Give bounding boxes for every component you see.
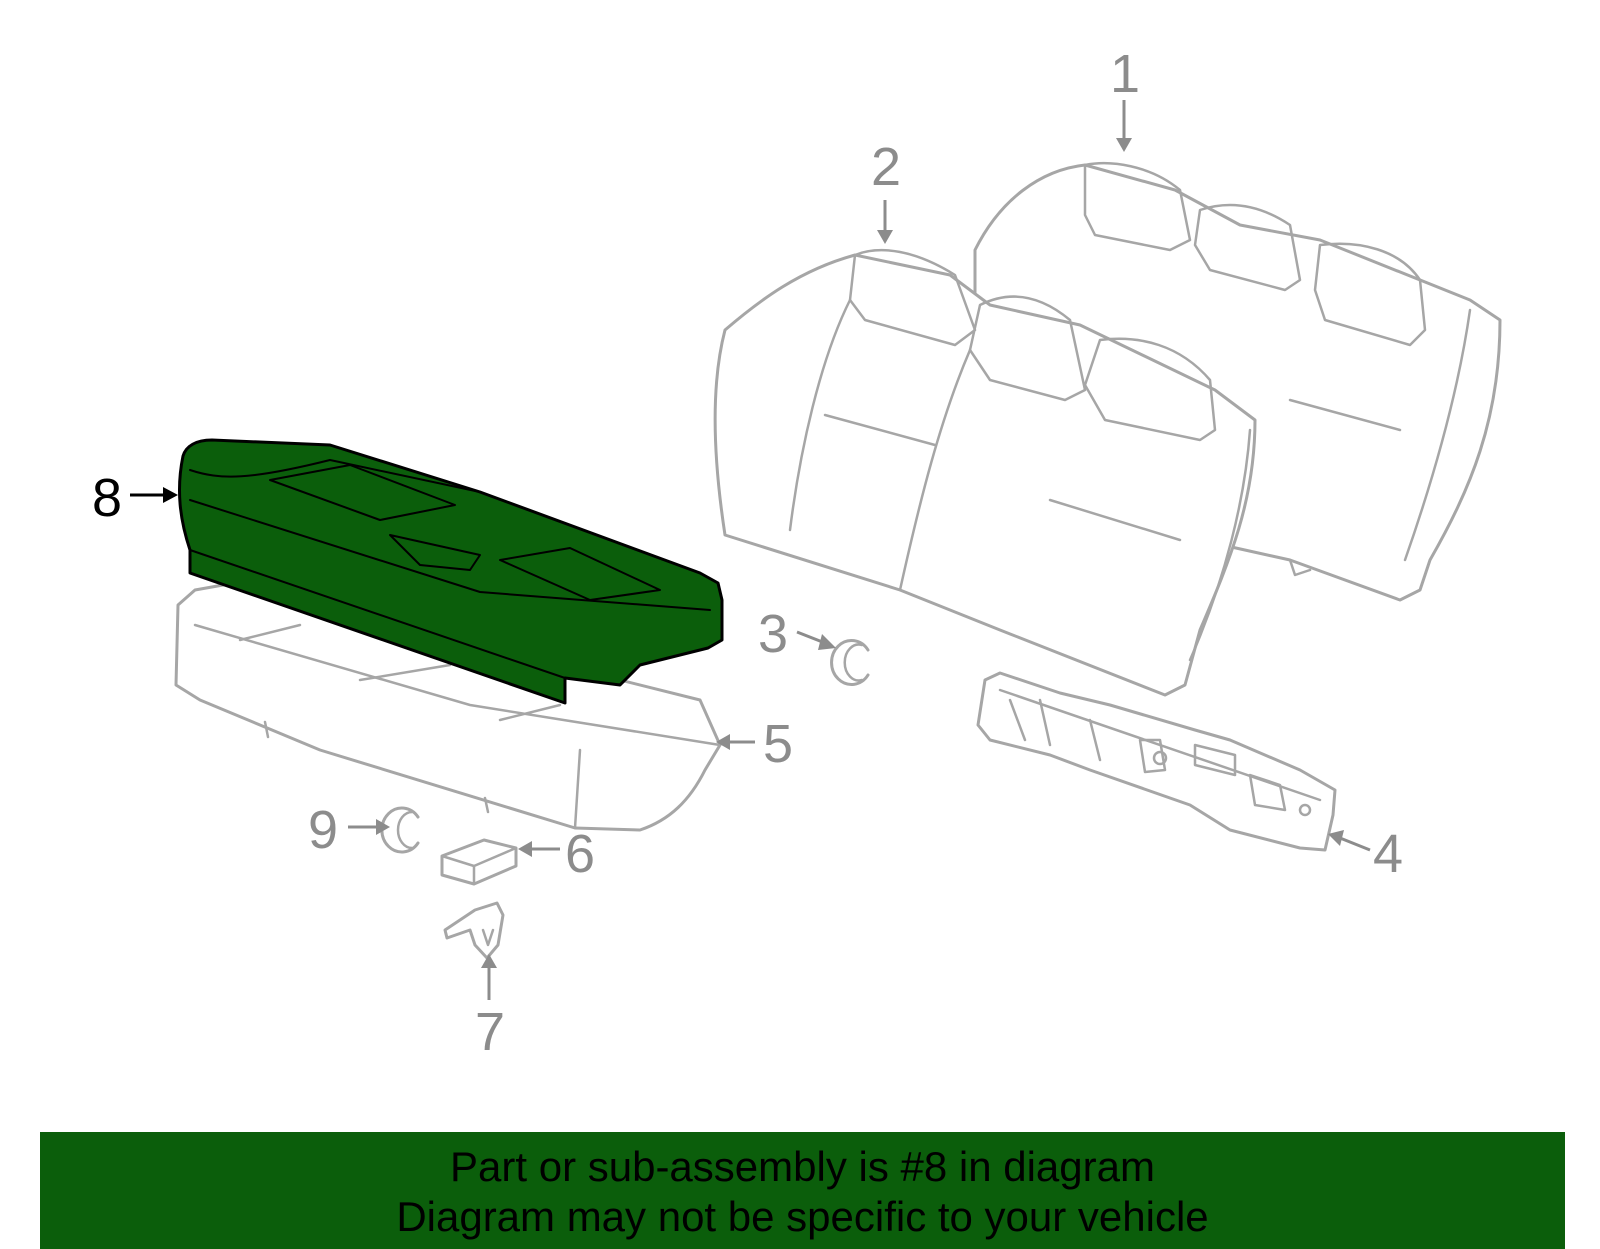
callout-2: 2 — [871, 137, 901, 197]
callout-arrow-7 — [481, 954, 497, 1000]
part-3-clip[interactable] — [830, 639, 870, 686]
part-5-cushion-frame[interactable] — [174, 580, 722, 832]
callout-arrow-1 — [1116, 100, 1132, 152]
callout-arrow-6 — [518, 841, 560, 857]
part-7-hook[interactable] — [443, 901, 505, 960]
callout-1: 1 — [1110, 44, 1140, 104]
callout-arrow-8 — [130, 487, 178, 503]
callout-arrow-5 — [716, 734, 755, 750]
part-4-bracket[interactable] — [976, 671, 1337, 852]
callout-9: 9 — [308, 800, 338, 860]
callout-arrow-2 — [877, 200, 893, 244]
callout-3: 3 — [758, 604, 788, 664]
part-6-pad[interactable] — [440, 838, 518, 886]
callout-arrow-9 — [348, 819, 390, 835]
part-8-seat-cushion[interactable] — [178, 438, 724, 705]
part-2-seat-back-front[interactable] — [713, 249, 1257, 697]
callout-6: 6 — [565, 824, 595, 884]
part-9-clip[interactable] — [380, 806, 420, 854]
banner-line-2: Diagram may not be specific to your vehi… — [396, 1193, 1209, 1240]
callout-7: 7 — [475, 1002, 505, 1062]
callout-arrow-4 — [1328, 830, 1371, 852]
callout-arrow-3 — [796, 630, 836, 650]
info-banner: Part or sub-assembly is #8 in diagram Di… — [40, 1132, 1565, 1249]
callout-5: 5 — [763, 714, 793, 774]
callout-8: 8 — [92, 468, 122, 528]
callout-4: 4 — [1373, 824, 1403, 884]
banner-line-1: Part or sub-assembly is #8 in diagram — [450, 1143, 1155, 1190]
